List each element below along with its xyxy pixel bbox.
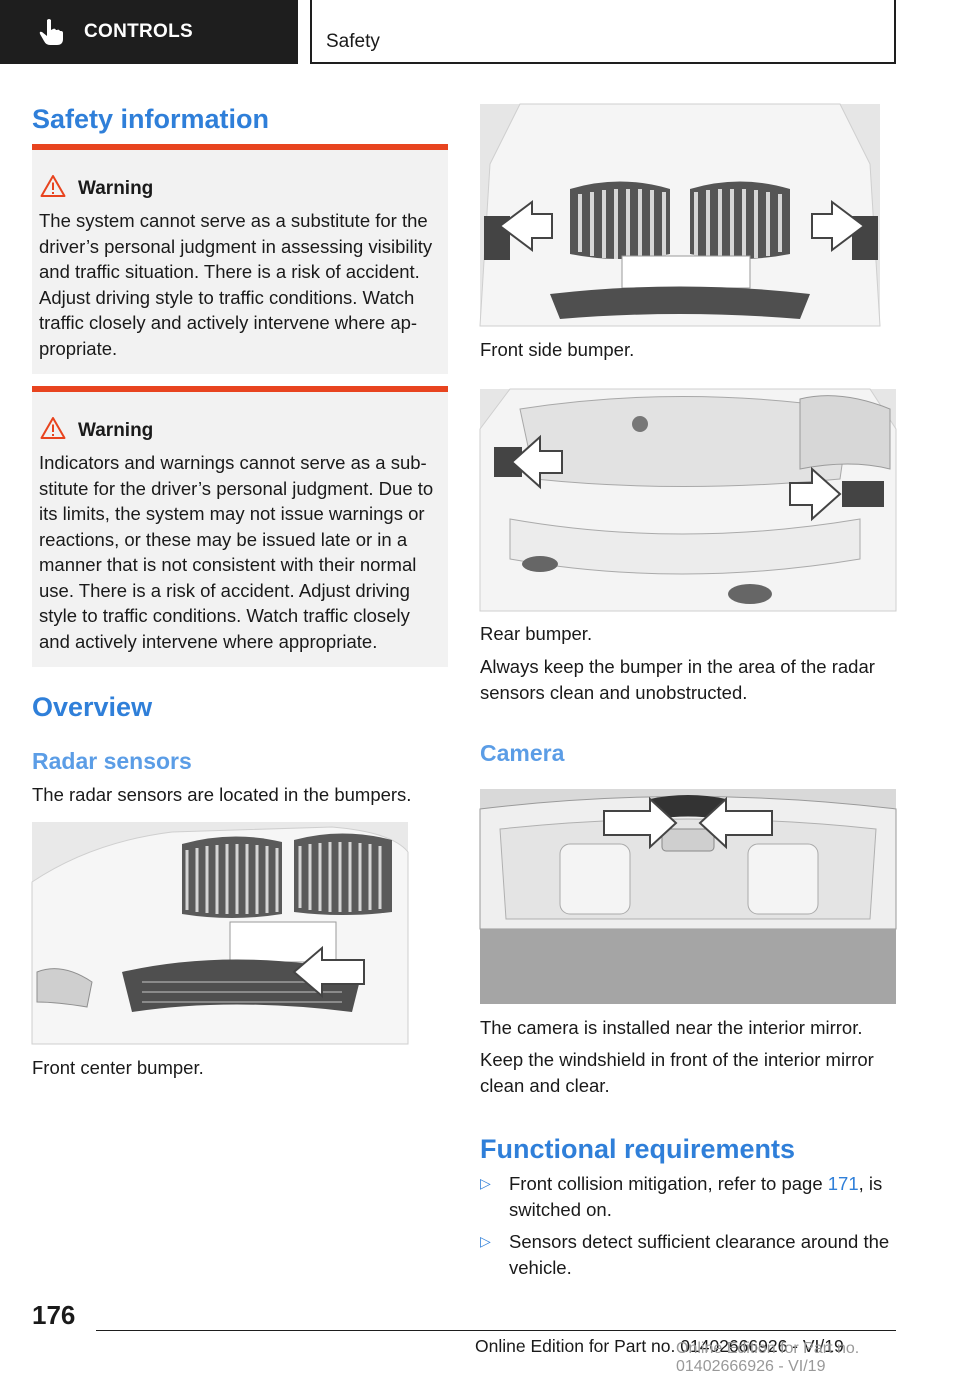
bullet-marker: ▷ [480,1233,491,1249]
warning-triangle-icon [40,175,66,197]
camera-interior-illustration [479,789,897,1004]
radar-sensors-heading: Radar sensors [32,748,192,774]
rear-bumper-caption: Rear bumper. [480,623,593,644]
footer-divider [96,1330,896,1331]
requirement-text: Sensors detect sufficient clearance arou… [509,1231,890,1278]
front-side-bumper-illustration [479,103,881,327]
hand-pointer-icon [39,19,63,45]
requirement-item: ▷ Front collision mitigation, refer to p… [480,1171,900,1223]
requirement-text: Front collision mitigation, refer to pag… [509,1173,828,1194]
section-header: Safety [310,0,896,64]
camera-caption: The camera is installed near the interio… [480,1017,863,1038]
warning-box-2: Warning Indicators and warnings cannot s… [32,386,448,667]
rear-bumper-illustration [479,388,897,612]
section-label: Safety [326,31,380,52]
requirement-item: ▷ Sensors detect sufficient clearance ar… [480,1229,900,1281]
camera-heading: Camera [480,740,565,766]
edition-text: Online Edition for Part no. 01402666926 … [475,1336,844,1356]
safety-information-heading: Safety information [32,104,270,134]
warning-text: Indicators and warnings cannot serve as … [39,452,434,652]
warning-title: Warning [78,420,154,441]
camera-keep-clear-text: Keep the windshield in front of the inte… [480,1049,874,1096]
front-center-bumper-illustration [31,822,409,1045]
functional-requirements-heading: Functional requirements [480,1134,796,1164]
radar-sensors-text: The radar sensors are located in the bum… [32,784,412,805]
keep-clean-text: Always keep the bumper in the area of th… [480,656,875,703]
front-center-bumper-caption: Front center bumper. [32,1057,204,1078]
watermark: Online Edition for Part no. 01402666926 … [676,1340,860,1375]
bullet-marker: ▷ [480,1175,491,1191]
chapter-tab[interactable]: CONTROLS [0,0,298,64]
warning-box-1: Warning The system cannot serve as a sub… [32,144,448,374]
warning-title: Warning [78,178,154,199]
page-reference-link[interactable]: 171 [827,1173,859,1194]
warning-triangle-icon [40,417,66,439]
requirement-text: , is switched on. [509,1173,883,1220]
warning-text: The system cannot serve as a substitute … [39,210,433,359]
page-number: 176 [32,1300,76,1330]
overview-heading: Overview [32,692,153,722]
front-side-bumper-caption: Front side bumper. [480,339,635,360]
chapter-label: CONTROLS [84,21,194,42]
